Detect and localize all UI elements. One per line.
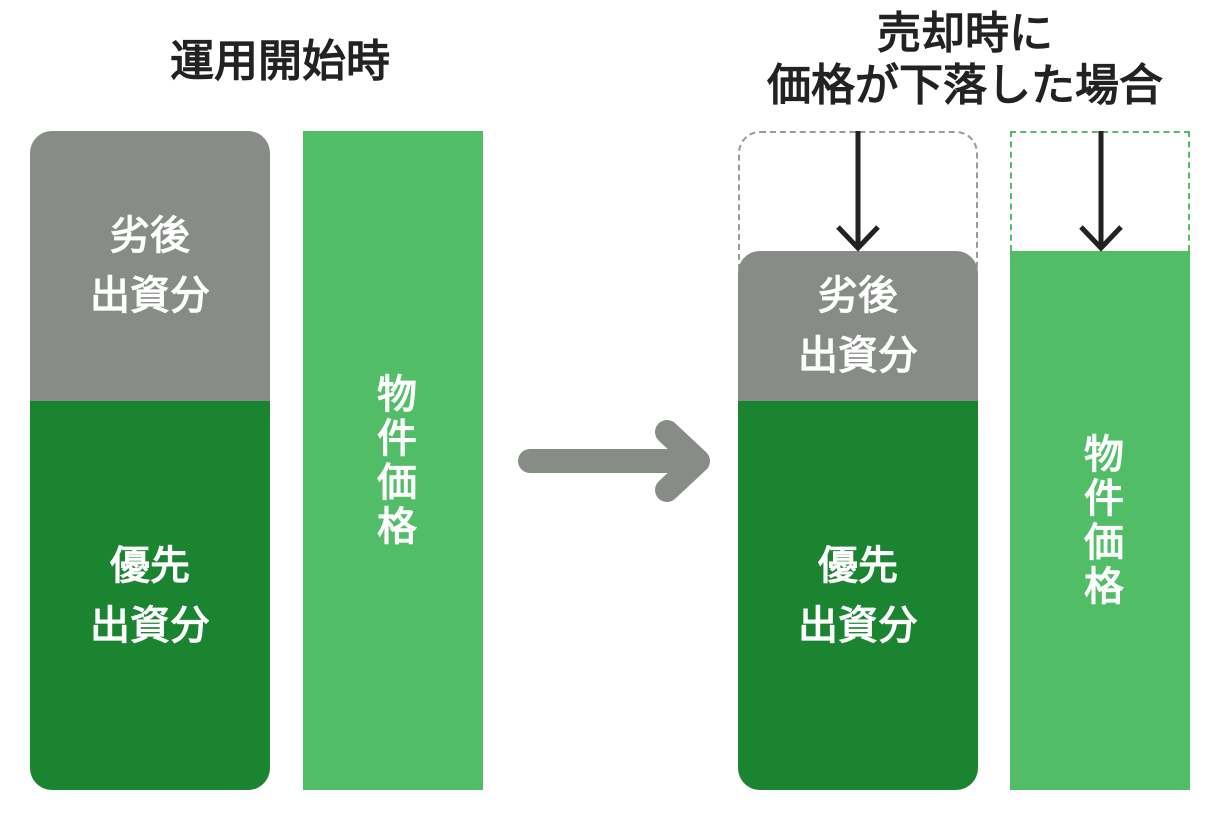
junior-label-line-1: 劣後 [110, 213, 190, 259]
senior-label-line-2: 出資分 [90, 602, 210, 649]
senior-label-line-2: 出資分 [798, 602, 918, 649]
senior-investment-block-start: 優先 出資分 [30, 401, 270, 790]
senior-label-line-1: 優先 [110, 542, 190, 589]
arrow-down-icon [1079, 131, 1123, 252]
junior-label-line-2: 出資分 [90, 273, 210, 319]
junior-investment-block-start: 劣後 出資分 [30, 131, 270, 401]
property-price-label: 物件価格 [1077, 432, 1123, 609]
arrow-down-icon [836, 131, 880, 252]
title-price-decline-at-sale: 売却時に 価格が下落した場合 [730, 8, 1200, 112]
senior-label-line-1: 優先 [818, 542, 898, 589]
title-start-of-operation: 運用開始時 [170, 36, 390, 87]
senior-investment-block-sale: 優先 出資分 [738, 401, 978, 790]
property-price-block-start: 物件価格 [303, 131, 483, 790]
title-line-2: 価格が下落した場合 [767, 60, 1163, 111]
junior-label-line-1: 劣後 [818, 273, 898, 319]
junior-label-line-2: 出資分 [798, 333, 918, 379]
property-price-block-sale: 物件価格 [1010, 251, 1190, 790]
title-line-1: 売却時に [877, 8, 1053, 59]
junior-investment-block-sale: 劣後 出資分 [738, 251, 978, 401]
arrow-right-icon [518, 420, 710, 502]
property-price-label: 物件価格 [370, 372, 416, 549]
